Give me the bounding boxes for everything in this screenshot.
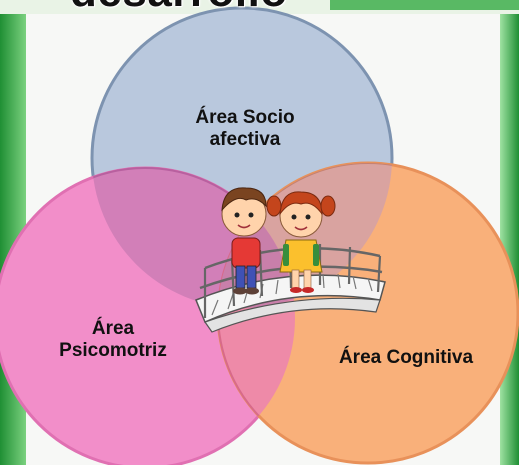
top-banner-right <box>330 0 519 10</box>
label-cognitiva: Área Cognitiva <box>316 347 496 369</box>
label-socio-afectiva-line-1: Área Socio <box>195 107 295 128</box>
label-cognitiva-line-1: Área Cognitiva <box>338 347 474 368</box>
label-socio-afectiva-line-2: afectiva <box>209 129 281 150</box>
right-green-bar <box>500 0 519 465</box>
overlap-socio-psicomotriz <box>92 167 296 308</box>
label-psicomotriz-line-1: Área <box>91 318 135 339</box>
page-title-cropped: desarrollo <box>70 0 360 16</box>
overlap-socio-cognitiva <box>218 163 392 308</box>
boy-figure <box>221 187 267 295</box>
label-psicomotriz: Área Psicomotriz <box>38 318 188 362</box>
girl-figure <box>266 191 336 293</box>
label-socio-afectiva: Área Socio afectiva <box>170 107 320 151</box>
label-psicomotriz-line-2: Psicomotriz <box>59 340 167 361</box>
children-bridge-illustration <box>195 187 386 333</box>
bridge-underside <box>204 297 381 333</box>
